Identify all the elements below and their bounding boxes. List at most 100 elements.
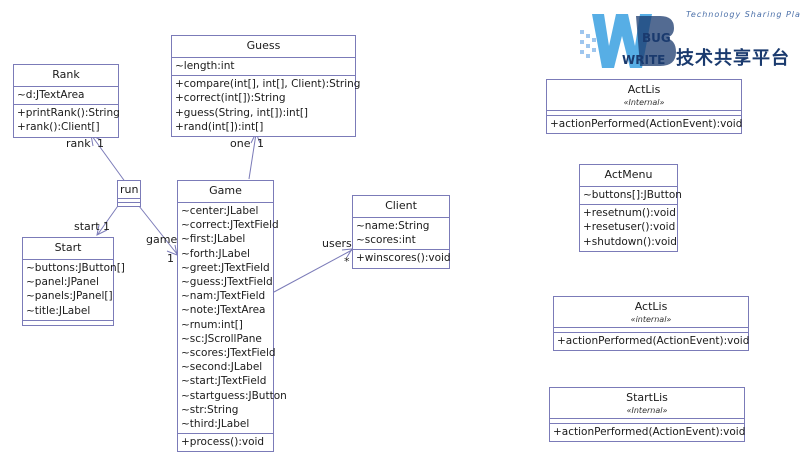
assoc-run-start <box>97 202 121 235</box>
attr-row: ~d:JTextArea <box>17 89 85 101</box>
class-guess-attrs: ~length:int <box>172 58 355 77</box>
class-client-ops: +winscores():void <box>353 250 451 267</box>
op-row: +winscores():void <box>356 252 451 265</box>
role-game: game <box>146 233 178 246</box>
op-row: +resetuser():void <box>583 221 676 234</box>
attr-row: ~name:String <box>356 220 430 232</box>
class-game-name: Game <box>209 184 242 197</box>
attr-row: ~title:JLabel <box>26 304 91 317</box>
class-start-attrs: ~buttons:JButton[] ~panel:JPanel ~panels… <box>23 260 125 321</box>
class-actlis-mid-ops: +actionPerformed(ActionEvent):void <box>554 333 750 350</box>
class-actmenu-attrs: ~buttons[]:JButton <box>580 187 682 206</box>
class-guess[interactable]: Guess ~length:int +compare(int[], int[],… <box>171 35 361 138</box>
class-guess-name: Guess <box>246 39 281 52</box>
class-guess-header: Guess <box>172 36 355 58</box>
op-row: +resetnum():void <box>583 207 676 220</box>
attr-row: ~panel:JPanel <box>26 276 99 289</box>
op-row: +correct(int[]):String <box>175 92 286 105</box>
class-actlis-mid[interactable]: ActLis «internal» +actionPerformed(Actio… <box>553 296 750 352</box>
attr-row: ~second:JLabel <box>181 361 263 374</box>
class-rank-header: Rank <box>14 65 118 87</box>
run-node[interactable]: run <box>117 180 141 207</box>
class-start-name: Start <box>54 241 82 254</box>
op-row: +rand(int[]):int[] <box>175 120 264 133</box>
class-actmenu-header: ActMenu <box>580 165 677 187</box>
class-game[interactable]: Game ~center:JLabel ~correct:JTextField … <box>177 180 287 453</box>
class-startlis[interactable]: StartLis «Internal» +actionPerformed(Act… <box>549 387 746 443</box>
brand-top-text: BUG <box>642 31 671 45</box>
attr-row: ~guess:JTextField <box>181 276 273 289</box>
op-row: +guess(String, int[]):int[] <box>175 106 309 119</box>
attr-row: ~rnum:int[] <box>181 318 243 331</box>
b-letter <box>636 16 676 66</box>
class-actlis-mid-header: ActLis «internal» <box>554 297 748 328</box>
class-start[interactable]: Start ~buttons:JButton[] ~panel:JPanel ~… <box>22 237 125 326</box>
watermark-logo: BUG WRITE Technology Sharing Platform 技术… <box>578 10 800 74</box>
attr-row: ~panels:JPanel[] <box>26 290 113 303</box>
class-actlis-top-name: ActLis <box>627 83 661 96</box>
assoc-run-rank <box>91 135 127 184</box>
mult-guess: 1 <box>257 137 264 150</box>
class-client[interactable]: Client ~name:String ~scores:int +winscor… <box>352 195 451 269</box>
class-actmenu[interactable]: ActMenu ~buttons[]:JButton +resetnum():v… <box>579 164 682 252</box>
class-game-attrs: ~center:JLabel ~correct:JTextField ~firs… <box>178 203 287 435</box>
attr-row: ~forth:JLabel <box>181 247 250 260</box>
watermark-chinese: 技术共享平台 <box>676 48 790 69</box>
op-row: +actionPerformed(ActionEvent):void <box>557 335 750 347</box>
class-client-attrs: ~name:String ~scores:int <box>353 218 449 251</box>
mult-start: 1 <box>103 220 110 233</box>
mult-game: 1 <box>167 252 174 265</box>
attr-row: ~first:JLabel <box>181 233 246 246</box>
class-actlis-mid-name: ActLis <box>634 300 668 313</box>
assoc-run-game <box>138 205 178 255</box>
attr-row: ~nam:JTextField <box>181 290 266 303</box>
class-actlis-mid-attrs <box>554 328 748 333</box>
attr-row: ~third:JLabel <box>181 418 250 431</box>
assoc-game-client <box>273 249 353 293</box>
assoc-game-guess <box>248 133 257 180</box>
class-client-name: Client <box>385 199 417 212</box>
class-actlis-top[interactable]: ActLis «Internal» +actionPerformed(Actio… <box>546 79 742 135</box>
brand-bottom-text: WRITE <box>622 53 665 67</box>
pixel-pattern <box>580 30 596 58</box>
attr-row: ~sc:JScrollPane <box>181 332 262 345</box>
class-actlis-top-header: ActLis «Internal» <box>547 80 741 111</box>
class-actlis-top-attrs <box>547 111 741 116</box>
attr-row: ~correct:JTextField <box>181 219 279 232</box>
op-row: +compare(int[], int[], Client):String <box>175 78 361 91</box>
class-rank-ops: +printRank():String +rank():Client[] <box>14 105 120 136</box>
watermark-tagline: Technology Sharing Platform <box>686 10 800 19</box>
class-startlis-stereotype: «Internal» <box>626 406 668 415</box>
attr-row: ~buttons[]:JButton <box>583 189 682 201</box>
attr-row: ~startguess:JButton <box>181 389 287 402</box>
op-row: +shutdown():void <box>583 235 677 248</box>
class-actlis-top-stereotype: «Internal» <box>623 98 665 107</box>
class-startlis-header: StartLis «Internal» <box>550 388 744 419</box>
class-guess-ops: +compare(int[], int[], Client):String +c… <box>172 76 361 136</box>
class-startlis-name: StartLis <box>626 391 668 404</box>
attr-row: ~length:int <box>175 60 235 72</box>
class-start-header: Start <box>23 238 113 260</box>
attr-row: ~str:String <box>181 403 239 416</box>
class-startlis-ops: +actionPerformed(ActionEvent):void <box>550 424 746 441</box>
class-actlis-top-ops: +actionPerformed(ActionEvent):void <box>547 116 742 133</box>
op-row: +actionPerformed(ActionEvent):void <box>553 426 746 438</box>
class-actlis-mid-stereotype: «internal» <box>630 315 672 324</box>
bugwrite-logo-icon: BUG WRITE <box>580 14 676 68</box>
role-start: start <box>74 220 100 233</box>
class-client-header: Client <box>353 196 449 218</box>
class-game-ops: +process():void <box>178 434 273 451</box>
class-game-header: Game <box>178 181 273 203</box>
attr-row: ~center:JLabel <box>181 205 259 217</box>
attr-row: ~buttons:JButton[] <box>26 262 125 274</box>
mult-rank: 1 <box>97 137 104 150</box>
op-row: +process():void <box>181 436 265 449</box>
class-rank-attrs: ~d:JTextArea <box>14 87 118 106</box>
class-rank[interactable]: Rank ~d:JTextArea +printRank():String +r… <box>13 64 120 138</box>
attr-row: ~scores:JTextField <box>181 347 276 360</box>
attr-row: ~start:JTextField <box>181 375 267 388</box>
op-row: +printRank():String <box>17 107 120 120</box>
class-actmenu-ops: +resetnum():void +resetuser():void +shut… <box>580 205 677 251</box>
class-startlis-attrs <box>550 419 744 424</box>
class-start-ops <box>23 321 113 325</box>
